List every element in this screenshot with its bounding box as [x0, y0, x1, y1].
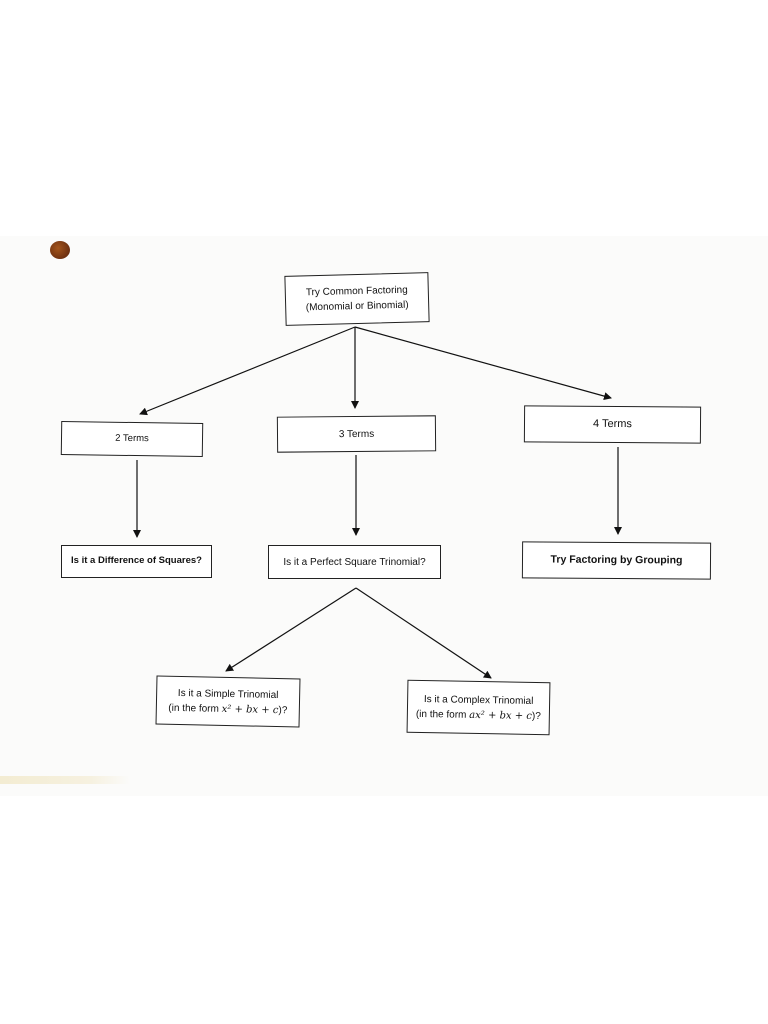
paper-sheet: [0, 236, 768, 796]
node-perfect-square-trinomial-label: Is it a Perfect Square Trinomial?: [283, 556, 426, 568]
node-simple-trinomial-line2: (in the form x² + bx + c)?: [168, 700, 287, 717]
node-complex-trinomial-prefix: (in the form: [415, 708, 467, 721]
arrow-root-to-2-terms: [139, 326, 356, 416]
node-simple-trinomial: Is it a Simple Trinomial (in the form x²…: [155, 675, 301, 728]
node-3-terms: 3 Terms: [276, 415, 437, 453]
node-complex-trinomial-suffix: )?: [531, 710, 541, 722]
node-simple-trinomial-formula: x² + bx + c: [221, 703, 279, 716]
node-simple-trinomial-suffix: )?: [278, 704, 288, 716]
node-try-common-factoring-line2: (Monomial or Binomial): [305, 299, 409, 314]
node-try-common-factoring: Try Common Factoring (Monomial or Binomi…: [284, 272, 430, 326]
node-difference-of-squares: Is it a Difference of Squares?: [61, 545, 212, 578]
node-4-terms: 4 Terms: [523, 405, 702, 444]
node-2-terms-label: 2 Terms: [115, 432, 149, 445]
punch-hole-mark: [50, 241, 70, 259]
paper-edge-shadow: [0, 776, 130, 784]
node-complex-trinomial-formula: ax² + bx + c: [469, 709, 533, 722]
node-4-terms-label: 4 Terms: [592, 418, 632, 431]
node-2-terms: 2 Terms: [60, 421, 204, 457]
arrow-root-to-4-terms: [354, 326, 612, 400]
node-3-terms-label: 3 Terms: [338, 428, 375, 440]
node-perfect-square-trinomial: Is it a Perfect Square Trinomial?: [268, 545, 441, 579]
arrow-perfect-square-to-simple-trinomial: [225, 587, 357, 672]
node-simple-trinomial-prefix: (in the form: [168, 702, 220, 715]
node-factoring-by-grouping: Try Factoring by Grouping: [521, 541, 712, 580]
node-complex-trinomial: Is it a Complex Trinomial (in the form a…: [406, 679, 551, 736]
arrow-perfect-square-to-complex-trinomial: [355, 587, 492, 679]
node-factoring-by-grouping-label: Try Factoring by Grouping: [550, 553, 683, 567]
node-complex-trinomial-line2: (in the form ax² + bx + c)?: [416, 706, 541, 723]
node-difference-of-squares-label: Is it a Difference of Squares?: [71, 555, 202, 567]
